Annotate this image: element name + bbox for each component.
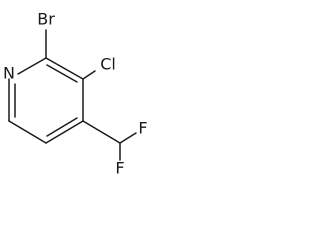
bond-c2-c1 bbox=[45, 57, 84, 80]
bond-c2-cl bbox=[82, 70, 96, 80]
double-bond-c4-c3 bbox=[46, 117, 78, 137]
chemical-structure: N Br Cl F F bbox=[3, 10, 148, 178]
bond-chf2-f-top bbox=[119, 132, 137, 144]
bond-c1-n bbox=[17, 57, 47, 75]
atom-label-fluorine-top: F bbox=[138, 119, 147, 138]
bond-c4-c3 bbox=[45, 120, 84, 144]
double-bond-c2-c1 bbox=[46, 64, 78, 83]
bond-c5-c4 bbox=[8, 120, 47, 144]
atom-label-chlorine: Cl bbox=[100, 55, 116, 74]
atom-label-fluorine-bottom: F bbox=[115, 159, 124, 178]
atom-label-nitrogen: N bbox=[3, 64, 15, 83]
atom-label-bromine: Br bbox=[37, 10, 55, 29]
bond-c3-chf2 bbox=[82, 120, 121, 144]
